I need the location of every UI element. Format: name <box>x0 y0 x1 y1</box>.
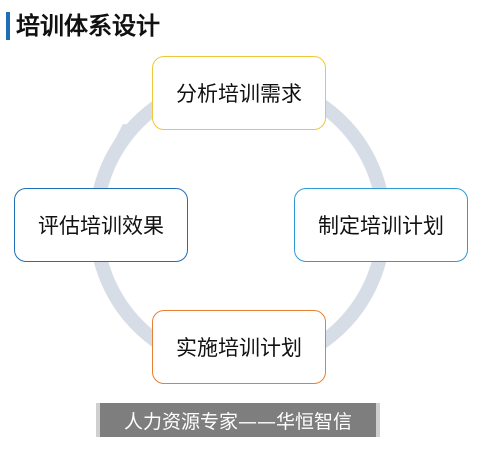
cycle-node-label: 实施培训计划 <box>176 336 302 360</box>
cycle-node-make-plan: 制定培训计划 <box>294 188 468 262</box>
cycle-node-evaluate-effect: 评估培训效果 <box>14 188 188 262</box>
cycle-arrow-head <box>111 124 143 147</box>
watermark-text: 人力资源专家——华恒智信 <box>123 410 352 433</box>
cycle-node-label: 分析培训需求 <box>176 82 302 106</box>
cycle-node-implement-plan: 实施培训计划 <box>152 310 326 384</box>
page-title: 培训体系设计 <box>16 12 160 40</box>
cycle-node-label: 评估培训效果 <box>38 214 164 238</box>
watermark-banner: 人力资源专家——华恒智信 <box>96 403 380 437</box>
title-accent-bar <box>6 12 10 40</box>
cycle-node-label: 制定培训计划 <box>318 214 444 238</box>
cycle-node-analyze-needs: 分析培训需求 <box>152 56 326 130</box>
